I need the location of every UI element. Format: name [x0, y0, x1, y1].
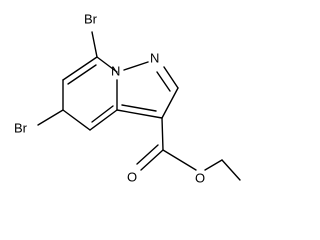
bond-c-carbonyl-o-double — [136, 144, 159, 165]
bond-c7-n-bridge — [96, 56, 118, 73]
bond-c7-br — [91, 31, 98, 58]
atom-o-carbonyl: O — [127, 169, 137, 184]
bond-c4-c3a — [89, 109, 118, 131]
bond-c-carbonyl-o — [140, 149, 164, 171]
atom-br-left: Br — [14, 120, 28, 135]
bond-o-ester-ch2 — [204, 159, 223, 171]
bond-n-top-c2-double — [156, 71, 171, 92]
molecule-structure: Br Br N N O O — [14, 11, 241, 185]
bond-c-carbonyl-o-ester — [162, 149, 197, 171]
bond-c5-br — [37, 109, 64, 126]
atom-o-ester: O — [195, 170, 205, 185]
bond-c2-c3 — [161, 87, 179, 119]
atom-br-top: Br — [84, 11, 98, 26]
atom-n-bridge: N — [111, 63, 120, 78]
bond-n-bridge-n-top — [123, 61, 149, 71]
bond-ch2-ch3 — [221, 159, 241, 181]
bond-c3-c3a — [116, 109, 163, 119]
bond-c3-c-carbonyl — [161, 117, 164, 151]
bond-c3-c3a-double — [121, 104, 157, 112]
bond-n-top-c2 — [163, 66, 179, 89]
bond-c4-c3a-double — [91, 105, 114, 123]
bond-c5-c4 — [62, 109, 91, 131]
atom-label-group: Br Br N N O O — [14, 11, 205, 185]
bond-c7-c6-double — [67, 64, 97, 85]
bond-c7-c6 — [62, 56, 98, 81]
atom-n-top: N — [150, 50, 159, 65]
bond-group — [37, 31, 241, 181]
